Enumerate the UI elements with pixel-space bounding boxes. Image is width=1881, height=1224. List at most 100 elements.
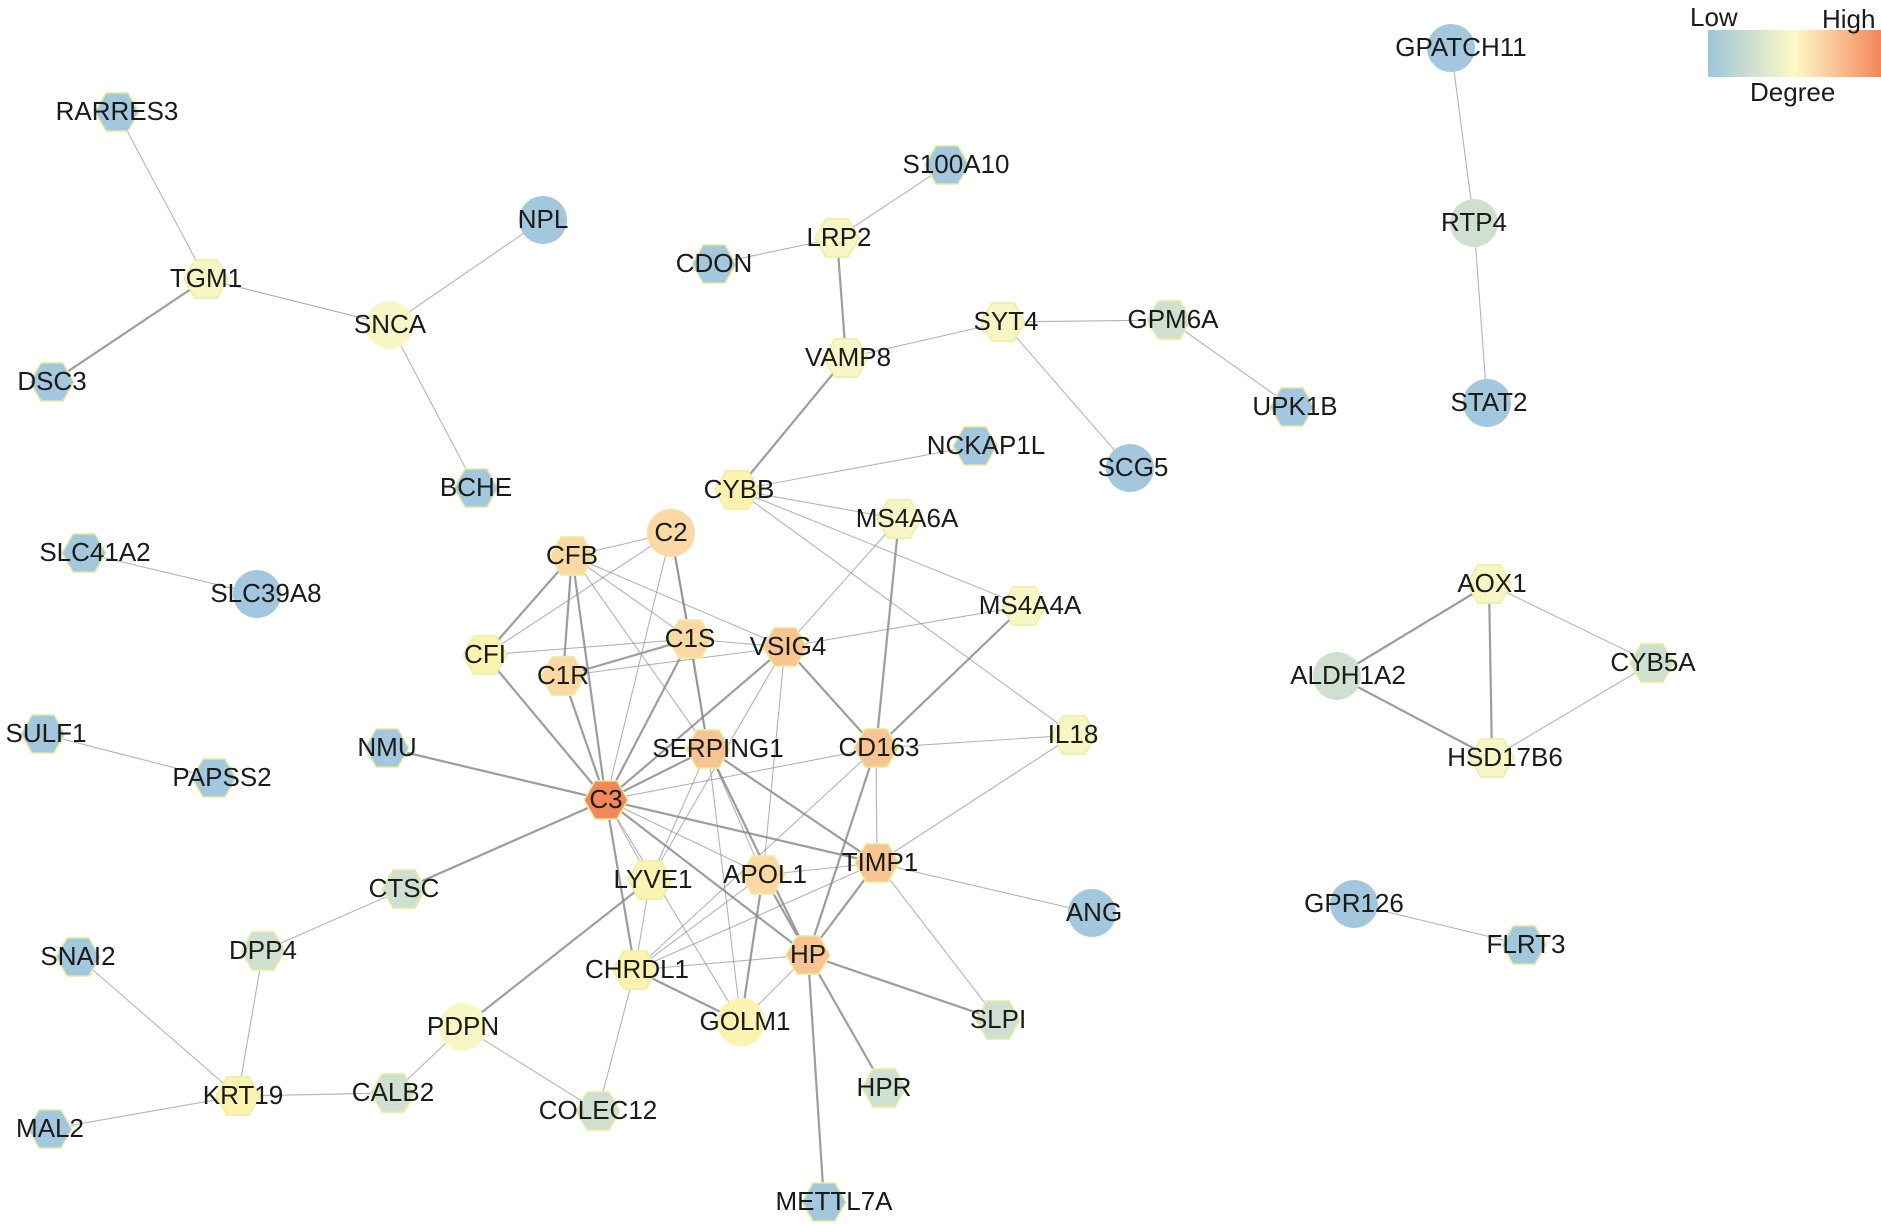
node-serping1[interactable]: SERPING1 [652,729,784,769]
node-shape-gpr126[interactable] [1330,880,1378,928]
node-calb2[interactable]: CALB2 [352,1073,434,1113]
node-shape-cybb[interactable] [714,470,760,510]
node-shape-apol1[interactable] [740,855,786,895]
node-pdpn[interactable]: PDPN [427,1003,499,1051]
node-snai2[interactable]: SNAI2 [40,937,116,977]
node-shape-rtp4[interactable] [1450,199,1498,247]
node-stat2[interactable]: STAT2 [1450,379,1528,427]
node-cd163[interactable]: CD163 [839,728,920,768]
node-nckap1l[interactable]: NCKAP1L [927,426,1046,466]
node-shape-c2[interactable] [647,509,695,557]
node-krt19[interactable]: KRT19 [203,1076,283,1116]
node-shape-bche[interactable] [453,468,499,508]
node-cyb5a[interactable]: CYB5A [1610,643,1696,683]
node-npl[interactable]: NPL [518,196,569,244]
node-slc39a8[interactable]: SLC39A8 [210,570,322,618]
node-shape-snca[interactable] [366,301,414,349]
node-shape-c1r[interactable] [540,656,586,696]
node-shape-snai2[interactable] [55,937,101,977]
node-shape-timp1[interactable] [854,843,900,883]
node-shape-s100a10[interactable] [924,145,970,185]
node-shape-chrdl1[interactable] [612,950,658,990]
node-il18[interactable]: IL18 [1048,715,1099,755]
node-shape-lyve1[interactable] [627,860,673,900]
node-shape-slc41a2[interactable] [61,533,107,573]
node-apol1[interactable]: APOL1 [723,855,807,895]
node-shape-rarres3[interactable] [94,92,140,132]
node-bche[interactable]: BCHE [440,468,512,508]
node-flrt3[interactable]: FLRT3 [1487,925,1566,965]
node-ctsc[interactable]: CTSC [369,869,440,909]
node-shape-mal2[interactable] [27,1109,73,1149]
node-timp1[interactable]: TIMP1 [842,843,919,883]
node-shape-cfi[interactable] [462,635,508,675]
node-papss2[interactable]: PAPSS2 [172,758,272,798]
node-shape-vamp8[interactable] [823,338,869,378]
node-rtp4[interactable]: RTP4 [1441,199,1507,247]
node-aldh1a2[interactable]: ALDH1A2 [1290,652,1406,700]
node-cdon[interactable]: CDON [676,244,753,284]
node-lrp2[interactable]: LRP2 [806,218,872,258]
node-chrdl1[interactable]: CHRDL1 [585,950,689,990]
node-mettl7a[interactable]: METTL7A [775,1182,893,1222]
node-syt4[interactable]: SYT4 [973,302,1039,342]
node-nmu[interactable]: NMU [357,728,417,768]
node-sulf1[interactable]: SULF1 [6,714,87,754]
node-shape-pdpn[interactable] [439,1003,487,1051]
node-snca[interactable]: SNCA [354,301,427,349]
node-vsig4[interactable]: VSIG4 [750,627,827,667]
node-mal2[interactable]: MAL2 [16,1109,84,1149]
node-shape-slpi[interactable] [975,1000,1021,1040]
node-hpr[interactable]: HPR [857,1068,912,1108]
node-shape-aldh1a2[interactable] [1313,652,1361,700]
node-c1r[interactable]: C1R [537,656,589,696]
node-gpatch11[interactable]: GPATCH11 [1395,24,1527,72]
node-shape-hpr[interactable] [861,1068,907,1108]
node-shape-tgm1[interactable] [183,259,229,299]
node-c2[interactable]: C2 [647,509,695,557]
node-shape-upk1b[interactable] [1269,387,1315,427]
node-hp[interactable]: HP [785,935,831,975]
node-shape-krt19[interactable] [215,1076,261,1116]
node-shape-stat2[interactable] [1463,379,1511,427]
node-shape-syt4[interactable] [980,302,1026,342]
node-cfb[interactable]: CFB [546,536,598,576]
node-shape-golm1[interactable] [717,998,765,1046]
node-slc41a2[interactable]: SLC41A2 [39,533,151,573]
node-shape-il18[interactable] [1051,715,1097,755]
node-shape-lrp2[interactable] [814,218,860,258]
node-gpr126[interactable]: GPR126 [1304,880,1404,928]
node-shape-npl[interactable] [519,196,567,244]
node-ang[interactable]: ANG [1066,889,1122,937]
node-s100a10[interactable]: S100A10 [903,145,1010,185]
node-upk1b[interactable]: UPK1B [1252,387,1338,427]
node-shape-dsc3[interactable] [29,362,75,402]
node-shape-ang[interactable] [1068,889,1116,937]
node-golm1[interactable]: GOLM1 [699,998,791,1046]
node-aox1[interactable]: AOX1 [1457,564,1527,604]
node-vamp8[interactable]: VAMP8 [805,338,891,378]
node-gpm6a[interactable]: GPM6A [1127,300,1219,340]
node-shape-serping1[interactable] [685,729,731,769]
node-shape-ctsc[interactable] [381,869,427,909]
node-shape-dpp4[interactable] [240,931,286,971]
node-lyve1[interactable]: LYVE1 [613,860,693,900]
node-cybb[interactable]: CYBB [704,470,775,510]
node-shape-c3[interactable] [583,780,629,820]
node-cfi[interactable]: CFI [462,635,508,675]
node-dsc3[interactable]: DSC3 [17,362,87,402]
node-c3[interactable]: C3 [583,780,629,820]
node-tgm1[interactable]: TGM1 [170,259,242,299]
node-shape-vsig4[interactable] [762,627,808,667]
node-hsd17b6[interactable]: HSD17B6 [1447,738,1563,778]
node-shape-hsd17b6[interactable] [1469,738,1515,778]
node-ms4a4a[interactable]: MS4A4A [979,586,1082,626]
node-shape-ms4a6a[interactable] [876,499,922,539]
node-shape-gpatch11[interactable] [1427,24,1475,72]
node-shape-cd163[interactable] [853,728,899,768]
node-shape-mettl7a[interactable] [801,1182,847,1222]
node-shape-cyb5a[interactable] [1629,643,1675,683]
node-shape-papss2[interactable] [191,758,237,798]
node-colec12[interactable]: COLEC12 [539,1091,658,1131]
node-ms4a6a[interactable]: MS4A6A [856,499,959,539]
